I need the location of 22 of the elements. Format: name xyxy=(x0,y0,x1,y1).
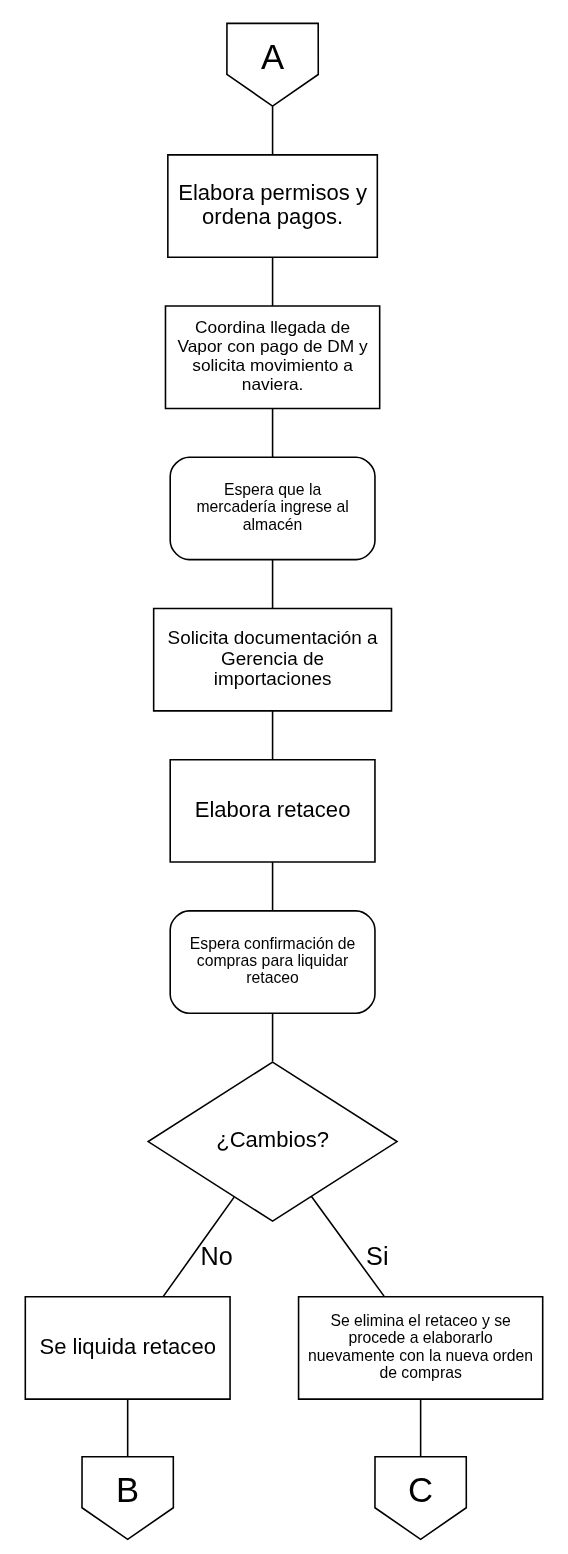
connector xyxy=(271,407,274,458)
node-box: Se elimina el retaceo y se procede a elaborarlo nuevamente con la nueva orden de compras xyxy=(297,1295,544,1400)
connector xyxy=(271,1012,274,1063)
connector xyxy=(271,256,274,307)
edge-label: No xyxy=(200,1241,233,1270)
node-box: Elabora retaceo xyxy=(169,758,376,863)
connector xyxy=(271,861,274,912)
node-box: Espera que la mercadería ingrese al almacén xyxy=(169,456,376,561)
connector xyxy=(419,1398,422,1458)
node-box: Se liquida retaceo xyxy=(24,1295,231,1400)
node-box: Espera confirmación de compras para liquidar retaceo xyxy=(169,910,376,1015)
node-box: Elabora permisos y ordena pagos. xyxy=(167,154,379,259)
connector xyxy=(162,1196,235,1298)
connector xyxy=(310,1195,385,1297)
node-diamond: ¿Cambios? xyxy=(146,1061,399,1223)
connector xyxy=(271,558,274,610)
node-box: Solicita documentación a Gerencia de importaciones xyxy=(152,607,393,712)
connector xyxy=(271,105,274,156)
edge-label: Si xyxy=(366,1241,389,1270)
connector xyxy=(271,710,274,761)
connector xyxy=(126,1398,129,1458)
node-box: Coordina llegada de Vapor con pago de DM y solicita movimiento a naviera. xyxy=(164,305,381,410)
